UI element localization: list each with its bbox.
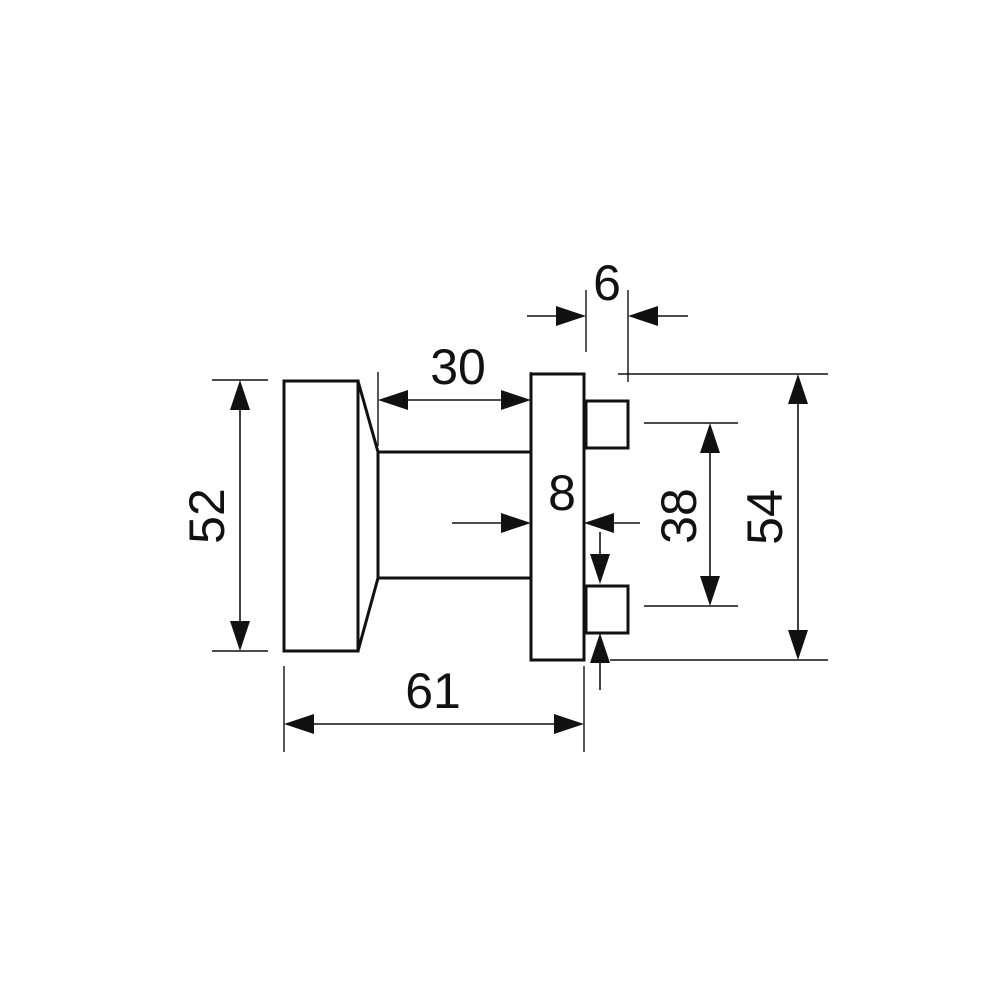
dimension-shaft-length: 30 <box>377 339 532 446</box>
dimension-rose-diameter: 54 <box>610 373 828 661</box>
dimension-label-8: 8 <box>548 465 576 521</box>
dimension-label-6: 6 <box>593 255 621 311</box>
dimension-screw-length: 6 <box>527 255 688 382</box>
dimension-overall-length: 61 <box>283 663 585 752</box>
dimension-label-61: 61 <box>405 663 461 719</box>
knob-outline <box>282 379 533 653</box>
screw-post-bottom <box>584 584 630 635</box>
knob-head <box>282 379 360 653</box>
dimension-rose-thickness: 8 <box>452 465 640 540</box>
dimension-label-54: 54 <box>737 489 793 545</box>
screw-post-top <box>584 399 630 450</box>
knob-taper <box>356 380 380 652</box>
dimension-knob-diameter: 52 <box>179 379 268 652</box>
dimension-screw-spacing: 38 <box>644 422 738 607</box>
dimension-label-52: 52 <box>179 488 235 544</box>
rose-outline <box>529 372 630 662</box>
dimension-label-30: 30 <box>430 339 486 395</box>
dimension-label-38: 38 <box>651 488 707 544</box>
knob-shaft <box>376 450 533 580</box>
dimension-post-clearance <box>590 532 610 690</box>
